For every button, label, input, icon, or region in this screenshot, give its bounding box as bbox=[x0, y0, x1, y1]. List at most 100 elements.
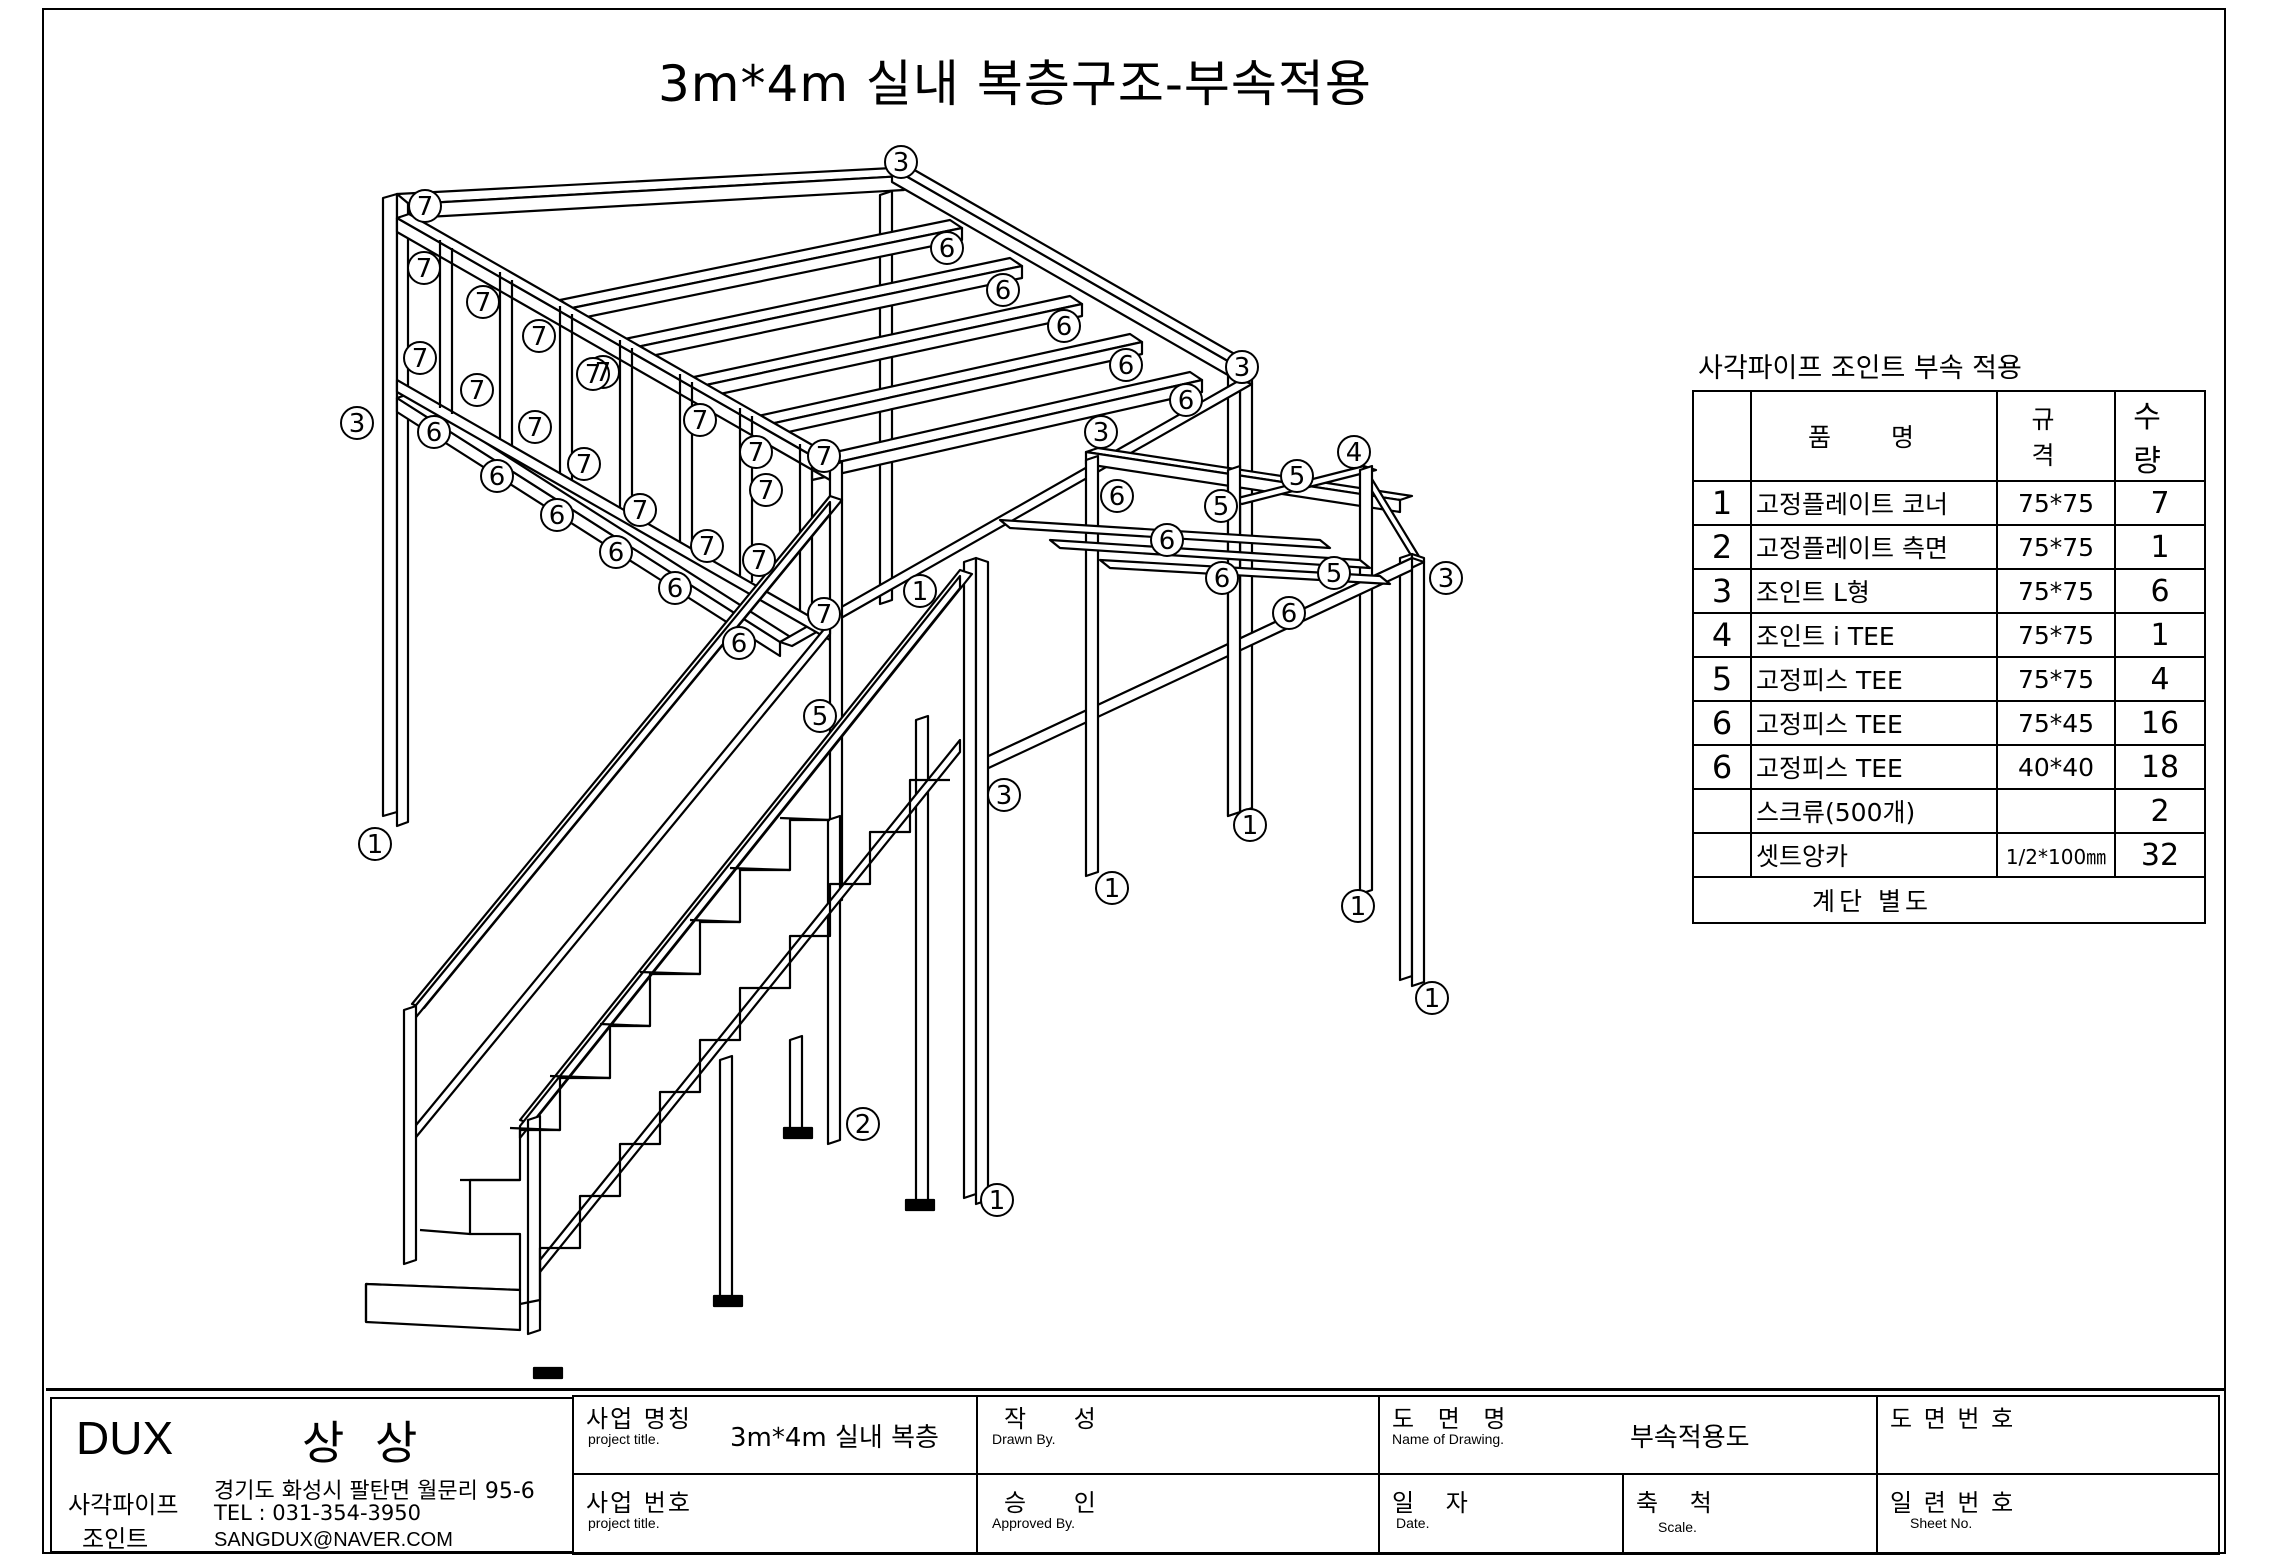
company-tel: TEL : 031-354-3950 bbox=[214, 1501, 421, 1525]
svg-text:6: 6 bbox=[939, 234, 956, 264]
svg-text:5: 5 bbox=[1213, 492, 1230, 522]
date-label-en: Date. bbox=[1396, 1515, 1430, 1531]
row-no bbox=[1692, 788, 1752, 834]
drawing-name-label: 도 면 명 bbox=[1392, 1405, 1514, 1433]
svg-text:7: 7 bbox=[692, 406, 709, 436]
row-qty: 1 bbox=[2114, 524, 2206, 570]
svg-text:3: 3 bbox=[1234, 353, 1251, 383]
drawing-no-label: 도 면 번 호 bbox=[1890, 1405, 2016, 1433]
table-row: 5 고정피스 TEE 75*75 4 bbox=[1692, 656, 2206, 702]
svg-text:6: 6 bbox=[489, 462, 506, 492]
svg-text:6: 6 bbox=[731, 629, 748, 659]
svg-text:6: 6 bbox=[1109, 482, 1126, 512]
svg-text:7: 7 bbox=[585, 360, 602, 390]
row-qty: 7 bbox=[2114, 480, 2206, 526]
callout-numbers: 11 11 11 1 2 33 33 33 45 55 5 77 77 77 7… bbox=[349, 148, 1455, 1216]
callout-markers: 11 11 11 1 2 33 33 33 45 55 5 77 77 77 7… bbox=[340, 145, 1463, 1217]
header-qty: 수 량 bbox=[2114, 390, 2206, 482]
parts-table-header: 품 명 규 격 수 량 bbox=[1692, 390, 2206, 482]
svg-text:7: 7 bbox=[412, 344, 429, 374]
parts-table-caption: 사각파이프 조인트 부속 적용 bbox=[1698, 353, 2022, 384]
sheet-no-label: 일 련 번 호 bbox=[1890, 1489, 2016, 1517]
svg-text:1: 1 bbox=[912, 577, 929, 607]
svg-text:5: 5 bbox=[1326, 559, 1343, 589]
row-spec: 1/2*100㎜ bbox=[1996, 832, 2116, 878]
company-address: 경기도 화성시 팔탄면 월문리 95-6 bbox=[214, 1479, 535, 1504]
row-spec: 75*75 bbox=[1996, 568, 2116, 614]
header-spec: 규 격 bbox=[1996, 390, 2116, 482]
table-row: 6 고정피스 TEE 75*45 16 bbox=[1692, 700, 2206, 746]
header-no bbox=[1692, 390, 1752, 482]
row-no bbox=[1692, 832, 1752, 878]
table-row: 4 조인트 i TEE 75*75 1 bbox=[1692, 612, 2206, 658]
row-no: 1 bbox=[1692, 480, 1752, 526]
svg-text:7: 7 bbox=[632, 496, 649, 526]
row-qty: 1 bbox=[2114, 612, 2206, 658]
staircase bbox=[364, 494, 974, 1380]
scale-label: 축 척 bbox=[1636, 1489, 1724, 1517]
svg-text:2: 2 bbox=[855, 1110, 872, 1140]
tb-divider bbox=[2218, 1395, 2220, 1555]
project-name-label-en: project title. bbox=[588, 1431, 660, 1447]
row-no: 3 bbox=[1692, 568, 1752, 614]
svg-text:3: 3 bbox=[349, 409, 366, 439]
svg-text:6: 6 bbox=[1214, 564, 1231, 594]
svg-text:1: 1 bbox=[989, 1186, 1006, 1216]
tb-divider bbox=[572, 1473, 2220, 1475]
table-row: 셋트앙카 1/2*100㎜ 32 bbox=[1692, 832, 2206, 878]
row-no: 6 bbox=[1692, 700, 1752, 746]
row-name: 고정피스 TEE bbox=[1750, 656, 1998, 702]
svg-text:7: 7 bbox=[469, 376, 486, 406]
row-spec bbox=[1996, 788, 2116, 834]
svg-text:3: 3 bbox=[1438, 564, 1455, 594]
row-spec: 75*75 bbox=[1996, 656, 2116, 702]
svg-text:1: 1 bbox=[1104, 874, 1121, 904]
header-name: 품 명 bbox=[1750, 390, 1998, 482]
svg-text:6: 6 bbox=[667, 574, 684, 604]
tb-divider bbox=[572, 1395, 574, 1555]
row-qty: 16 bbox=[2114, 700, 2206, 746]
svg-text:7: 7 bbox=[475, 288, 492, 318]
svg-text:1: 1 bbox=[1424, 984, 1441, 1014]
row-name: 조인트 i TEE bbox=[1750, 612, 1998, 658]
svg-text:1: 1 bbox=[1350, 892, 1367, 922]
row-spec: 75*75 bbox=[1996, 612, 2116, 658]
svg-text:6: 6 bbox=[1118, 351, 1135, 381]
row-no: 5 bbox=[1692, 656, 1752, 702]
svg-text:7: 7 bbox=[417, 192, 434, 222]
company-sub-line1: 사각파이프 bbox=[68, 1491, 179, 1519]
row-name: 셋트앙카 bbox=[1750, 832, 1998, 878]
row-name: 고정피스 TEE bbox=[1750, 700, 1998, 746]
svg-text:5: 5 bbox=[812, 702, 829, 732]
company-sub-line2: 조인트 bbox=[82, 1525, 149, 1553]
approved-by-label: 승 인 bbox=[1004, 1489, 1116, 1517]
drawing-name-label-en: Name of Drawing. bbox=[1392, 1431, 1505, 1447]
svg-text:3: 3 bbox=[1093, 418, 1110, 448]
row-no: 2 bbox=[1692, 524, 1752, 570]
company-brand: DUX bbox=[76, 1412, 174, 1464]
svg-text:6: 6 bbox=[1281, 599, 1298, 629]
left-corner-post bbox=[381, 192, 410, 828]
row-spec: 75*75 bbox=[1996, 480, 2116, 526]
deck-joists bbox=[558, 218, 1204, 482]
stair-note: 계단 별도 bbox=[1692, 876, 2206, 924]
tb-divider bbox=[1378, 1395, 1380, 1555]
svg-text:3: 3 bbox=[996, 781, 1013, 811]
svg-text:7: 7 bbox=[816, 600, 833, 630]
tb-divider bbox=[1876, 1395, 1878, 1555]
callout-1 bbox=[340, 145, 1463, 1217]
row-qty: 6 bbox=[2114, 568, 2206, 614]
company-name: 상 상 bbox=[302, 1416, 426, 1470]
table-footer-row: 계단 별도 bbox=[1692, 876, 2206, 924]
project-no-label-en: project title. bbox=[588, 1515, 660, 1531]
scale-label-en: Scale. bbox=[1658, 1519, 1697, 1535]
project-no-label: 사업 번호 bbox=[586, 1489, 692, 1517]
project-name-label: 사업 명칭 bbox=[586, 1405, 692, 1433]
svg-text:3: 3 bbox=[893, 148, 910, 178]
svg-text:7: 7 bbox=[576, 450, 593, 480]
company-email: SANGDUX@NAVER.COM bbox=[214, 1529, 453, 1551]
row-name: 고정피스 TEE bbox=[1750, 744, 1998, 790]
row-name: 조인트 L형 bbox=[1750, 568, 1998, 614]
row-spec: 40*40 bbox=[1996, 744, 2116, 790]
